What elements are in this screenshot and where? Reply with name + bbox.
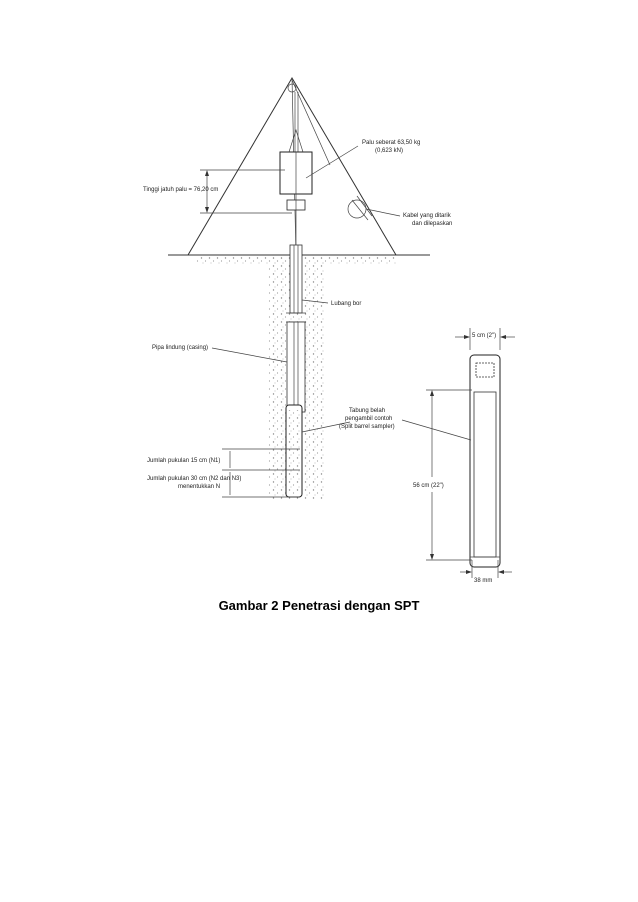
- spt-diagram: Palu seberat 63,50 kg (0,623 kN) Tinggi …: [143, 77, 515, 584]
- hammer-label-1: Palu seberat 63,50 kg: [362, 140, 420, 146]
- cable-label-2: dan dilepaskan: [412, 221, 452, 227]
- sampler-label-3: (Split barrel sampler): [339, 424, 395, 430]
- borehole-label: Lubang bor: [331, 301, 361, 307]
- casing-label: Pipa lindung (casing): [152, 345, 208, 351]
- drill-rod: [286, 92, 306, 413]
- drop-height-dimension: [200, 169, 292, 214]
- cable-label-1: Kabel yang ditarik: [403, 213, 452, 219]
- dim-top-label: 5 cm (2"): [472, 333, 496, 339]
- figure-caption: Gambar 2 Penetrasi dengan SPT: [218, 598, 420, 613]
- dim-length-label: 56 cm (22"): [413, 483, 444, 489]
- sampler-label-1: Tabung belah: [349, 408, 385, 414]
- leader-lines: [211, 145, 401, 433]
- blows-15-label: Jumlah pukulan 15 cm (N1): [147, 458, 220, 464]
- hammer-label-2: (0,623 kN): [375, 148, 403, 154]
- drop-height-label: Tinggi jatuh palu = 76,20 cm: [143, 187, 218, 193]
- sampler-in-hole: [285, 404, 303, 498]
- dim-bottom-label: 38 mm: [474, 578, 492, 584]
- sampler-label-2: pengambil contoh: [345, 416, 392, 422]
- hammer: [279, 128, 313, 245]
- blows-30-label-1: Jumlah pukulan 30 cm (N2 dan N3): [147, 476, 241, 482]
- blow-count-dimensions: [222, 448, 300, 498]
- sampler-detail: [401, 328, 515, 578]
- blows-30-label-2: menentukkan N: [178, 484, 220, 490]
